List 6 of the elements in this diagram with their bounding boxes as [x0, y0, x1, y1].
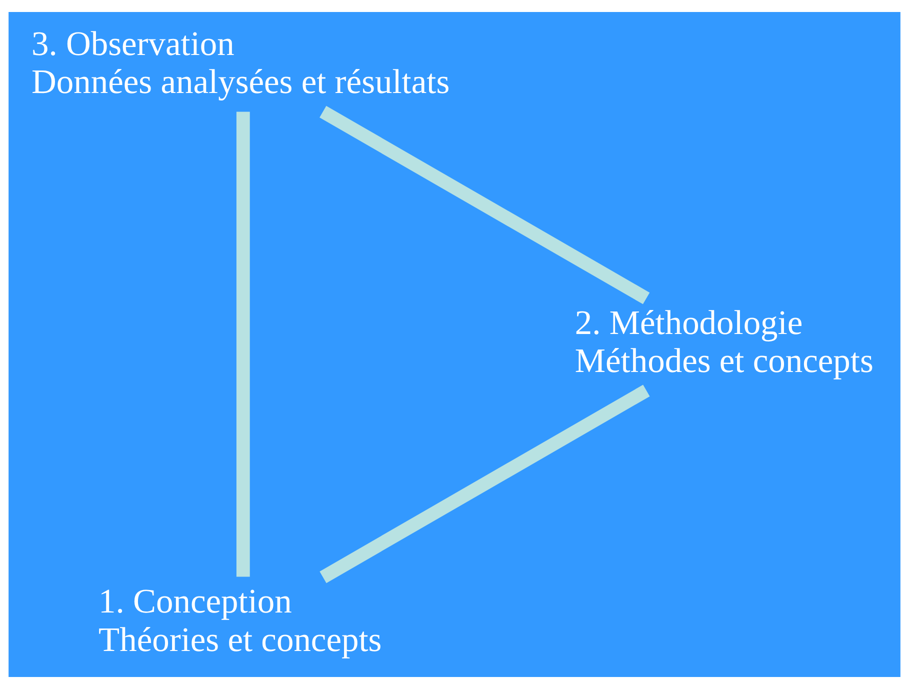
connector	[320, 384, 650, 584]
node-text: 2. Méthodologie Méthodes et concepts	[574, 304, 874, 380]
node-text: 3. Observation Données analysées et résultats	[32, 24, 450, 102]
connector	[236, 112, 250, 577]
connector	[320, 106, 650, 304]
node-text: 1. Conception Théories et concepts	[98, 582, 382, 659]
